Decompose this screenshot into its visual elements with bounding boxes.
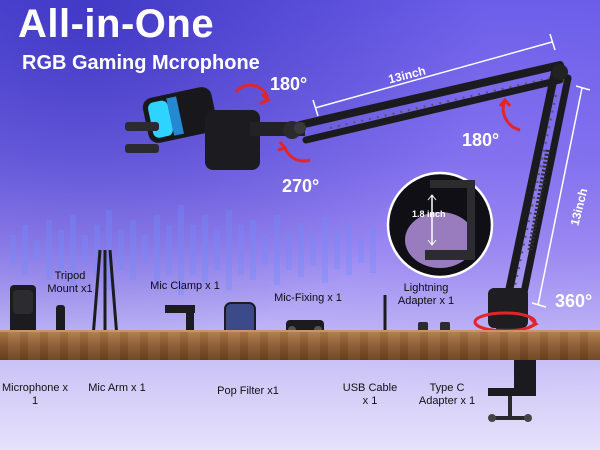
dimension-line-upper [312, 33, 556, 117]
wooden-desk [0, 330, 600, 360]
angle-top-mic: 180° [270, 74, 308, 94]
angle-elbow: 180° [462, 130, 500, 150]
angle-base: 360° [555, 291, 593, 311]
label-pop-filter: Pop Filter x1 [217, 385, 279, 397]
label-type-c: Type C Adapter x 1 [418, 382, 476, 407]
rgb-microphone [125, 87, 306, 170]
detail-inset [386, 171, 494, 279]
label-mic-arm: Mic Arm x 1 [88, 382, 146, 394]
product-subtitle: RGB Gaming Mcrophone [22, 52, 260, 74]
label-tripod: Tripod Mount x1 [47, 270, 93, 295]
boom-arm-upper [296, 61, 564, 144]
product-title: All-in-One [18, 2, 215, 46]
label-lightning: Lightning Adapter x 1 [397, 282, 455, 307]
label-mic-fixing: Mic-Fixing x 1 [274, 292, 342, 304]
dimension-inset: 1.8 inch [412, 209, 446, 219]
label-mic-clamp: Mic Clamp x 1 [150, 280, 220, 292]
arm-spring [527, 149, 551, 251]
boom-arm-lower [501, 64, 572, 316]
sound-wave-decoration [10, 205, 376, 295]
dimension-line-lower [531, 85, 591, 308]
label-microphone: Microphone x 1 [1, 382, 69, 407]
angle-bottom-mic: 270° [282, 176, 320, 196]
label-usb-cable: USB Cable x 1 [342, 382, 398, 407]
